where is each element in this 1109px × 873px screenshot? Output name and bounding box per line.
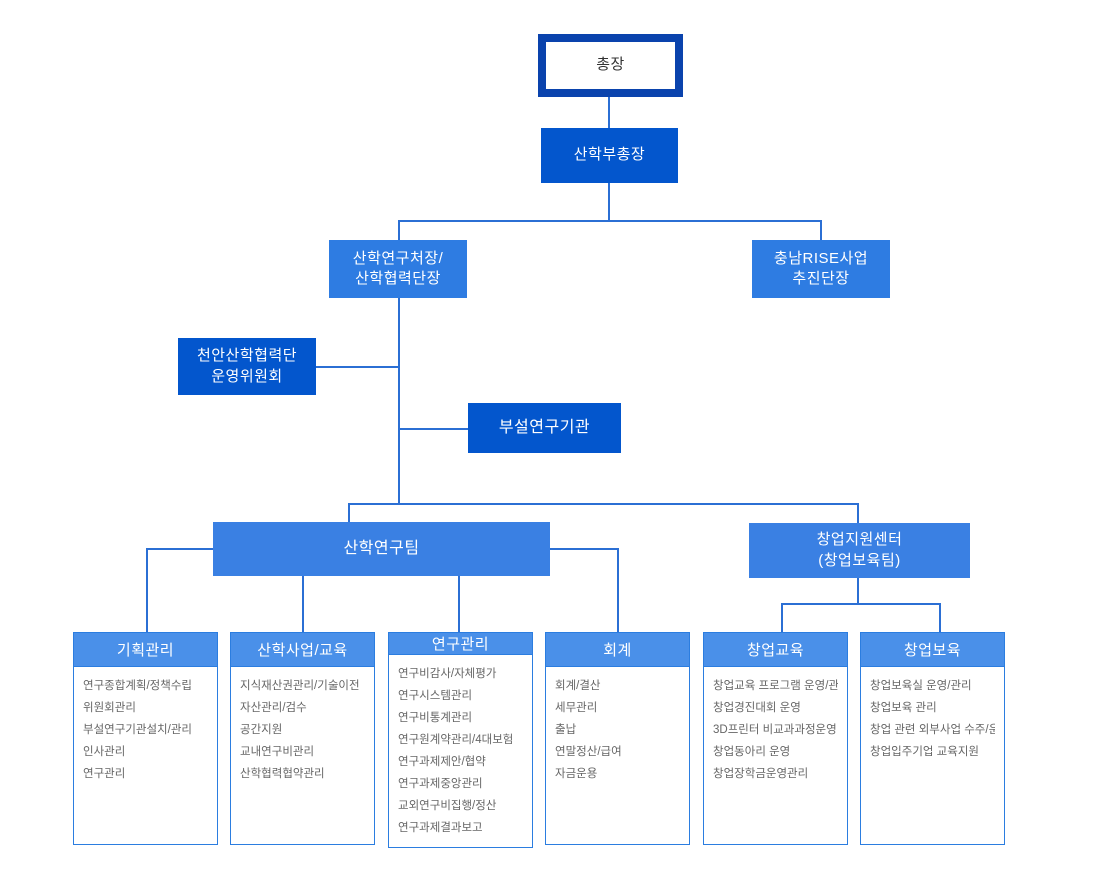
column-business-education-header: 산학사업/교육 bbox=[230, 632, 375, 667]
connector-to-research-team bbox=[348, 503, 350, 523]
column-startup-incubation-body: 창업보육실 운영/관리 창업보육 관리 창업 관련 외부사업 수주/운영창 창업… bbox=[860, 667, 1005, 845]
list-item: 부설연구기관설치/관리 bbox=[83, 724, 192, 736]
connector-affiliated bbox=[398, 428, 469, 430]
list-item: 창업경진대회 운영 bbox=[713, 702, 801, 714]
node-research-team-label: 산학연구팀 bbox=[343, 540, 420, 558]
list-item: 교내연구비관리 bbox=[240, 746, 315, 758]
column-accounting-body: 회계/결산 세무관리 출납 연말정산/급여 자금운용 bbox=[545, 667, 690, 845]
list-item: 세무관리 bbox=[555, 702, 598, 714]
list-item: 연구과제결과보고 bbox=[398, 822, 483, 834]
list-item: 인사관리 bbox=[83, 746, 126, 758]
node-startup-center-line1: 창업지원센터 bbox=[816, 531, 903, 549]
column-startup-incubation: 창업보육 창업보육실 운영/관리 창업보육 관리 창업 관련 외부사업 수주/운… bbox=[860, 632, 1005, 845]
list-item: 창업장학금운영관리 bbox=[713, 768, 809, 780]
node-research-team: 산학연구팀 bbox=[213, 522, 550, 576]
list-item: 회계/결산 bbox=[555, 680, 601, 692]
connector-to-col-incubation bbox=[939, 603, 941, 632]
node-research-director-line1: 산학연구처장/ bbox=[352, 249, 444, 267]
node-affiliated-institutes: 부설연구기관 bbox=[468, 403, 621, 453]
connector-startup-split bbox=[781, 603, 941, 605]
connector-to-col-research bbox=[458, 576, 460, 632]
node-rise-line2: 추진단장 bbox=[792, 270, 850, 287]
list-item: 자금운용 bbox=[555, 768, 598, 780]
node-president: 총장 bbox=[538, 34, 683, 97]
node-cheonan-line1: 천안산학협력단 bbox=[196, 347, 298, 365]
list-item: 출납 bbox=[555, 724, 577, 736]
connector-to-col-business bbox=[302, 576, 304, 632]
list-item: 연구비통계관리 bbox=[398, 712, 473, 724]
list-item: 연구시스템관리 bbox=[398, 690, 473, 702]
node-affiliated-label: 부설연구기관 bbox=[498, 419, 591, 437]
column-startup-incubation-header: 창업보육 bbox=[860, 632, 1005, 667]
list-item: 연구과제중앙관리 bbox=[398, 778, 483, 790]
column-research-management-header: 연구관리 bbox=[388, 632, 533, 655]
column-startup-education: 창업교육 창업교육 프로그램 운영/관리 창업경진대회 운영 3D프린터 비교과… bbox=[703, 632, 848, 845]
list-item: 자산관리/검수 bbox=[240, 702, 307, 714]
node-research-director: 산학연구처장/ 산학협력단장 bbox=[329, 240, 467, 298]
list-item: 산학협력협약관리 bbox=[240, 768, 325, 780]
node-vice-president-label: 산학부총장 bbox=[573, 146, 646, 164]
connector-startup-down bbox=[857, 578, 859, 605]
list-item: 3D프린터 비교과과정운영 bbox=[713, 724, 837, 736]
node-startup-center-line2: (창업보육팀) bbox=[818, 551, 901, 569]
column-business-education: 산학사업/교육 지식재산권관리/기술이전 자산관리/검수 공간지원 교내연구비관… bbox=[230, 632, 375, 845]
node-startup-center: 창업지원센터 (창업보육팀) bbox=[749, 523, 970, 578]
node-president-label: 총장 bbox=[596, 56, 625, 74]
column-research-management: 연구관리 연구비감사/자체평가 연구시스템관리 연구비통계관리 연구원계약관리/… bbox=[388, 632, 533, 848]
column-startup-education-body: 창업교육 프로그램 운영/관리 창업경진대회 운영 3D프린터 비교과과정운영 … bbox=[703, 667, 848, 845]
node-rise-line1: 충남RISE사업 bbox=[773, 249, 869, 267]
connector-to-col-accounting bbox=[617, 548, 619, 632]
list-item: 창업교육 프로그램 운영/관리 bbox=[713, 680, 838, 692]
list-item: 연구관리 bbox=[83, 768, 126, 780]
connector-trunk bbox=[398, 298, 400, 504]
connector-to-col-edu bbox=[781, 603, 783, 632]
connector-to-research-director bbox=[398, 220, 400, 240]
list-item: 위원회관리 bbox=[83, 702, 136, 714]
list-item: 지식재산권관리/기술이전 bbox=[240, 680, 360, 692]
list-item: 공간지원 bbox=[240, 724, 283, 736]
connector-team-right bbox=[550, 548, 618, 550]
connector-team-left bbox=[146, 548, 213, 550]
column-startup-education-header: 창업교육 bbox=[703, 632, 848, 667]
list-item: 창업 관련 외부사업 수주/운영창 bbox=[870, 724, 995, 736]
column-planning: 기획관리 연구종합계획/정책수립 위원회관리 부설연구기관설치/관리 인사관리 … bbox=[73, 632, 218, 845]
node-rise-project: 충남RISE사업 추진단장 bbox=[752, 240, 890, 298]
list-item: 연구원계약관리/4대보험 bbox=[398, 734, 514, 746]
connector-president-vp bbox=[608, 97, 610, 128]
list-item: 교외연구비집행/정산 bbox=[398, 800, 497, 812]
node-vice-president: 산학부총장 bbox=[541, 128, 678, 183]
column-business-education-body: 지식재산권관리/기술이전 자산관리/검수 공간지원 교내연구비관리 산학협력협약… bbox=[230, 667, 375, 845]
node-cheonan-committee: 천안산학협력단 운영위원회 bbox=[178, 338, 316, 395]
list-item: 연구과제제안/협약 bbox=[398, 756, 486, 768]
connector-cheonan bbox=[316, 366, 399, 368]
connector-to-startup-center bbox=[857, 503, 859, 524]
list-item: 창업보육 관리 bbox=[870, 702, 937, 714]
column-research-management-body: 연구비감사/자체평가 연구시스템관리 연구비통계관리 연구원계약관리/4대보험 … bbox=[388, 655, 533, 848]
list-item: 연말정산/급여 bbox=[555, 746, 622, 758]
connector-split-level3 bbox=[348, 503, 859, 505]
column-planning-body: 연구종합계획/정책수립 위원회관리 부설연구기관설치/관리 인사관리 연구관리 bbox=[73, 667, 218, 845]
list-item: 창업동아리 운영 bbox=[713, 746, 791, 758]
connector-split-level2 bbox=[398, 220, 822, 222]
connector-vp-down bbox=[608, 183, 610, 221]
list-item: 연구종합계획/정책수립 bbox=[83, 680, 192, 692]
connector-to-col-planning bbox=[146, 548, 148, 632]
list-item: 연구비감사/자체평가 bbox=[398, 668, 497, 680]
list-item: 창업보육실 운영/관리 bbox=[870, 680, 972, 692]
node-research-director-line2: 산학협력단장 bbox=[355, 270, 441, 287]
connector-to-rise bbox=[820, 220, 822, 240]
column-accounting: 회계 회계/결산 세무관리 출납 연말정산/급여 자금운용 bbox=[545, 632, 690, 845]
list-item: 창업입주기업 교육지원 bbox=[870, 746, 979, 758]
column-planning-header: 기획관리 bbox=[73, 632, 218, 667]
node-cheonan-line2: 운영위원회 bbox=[211, 367, 283, 385]
column-accounting-header: 회계 bbox=[545, 632, 690, 667]
